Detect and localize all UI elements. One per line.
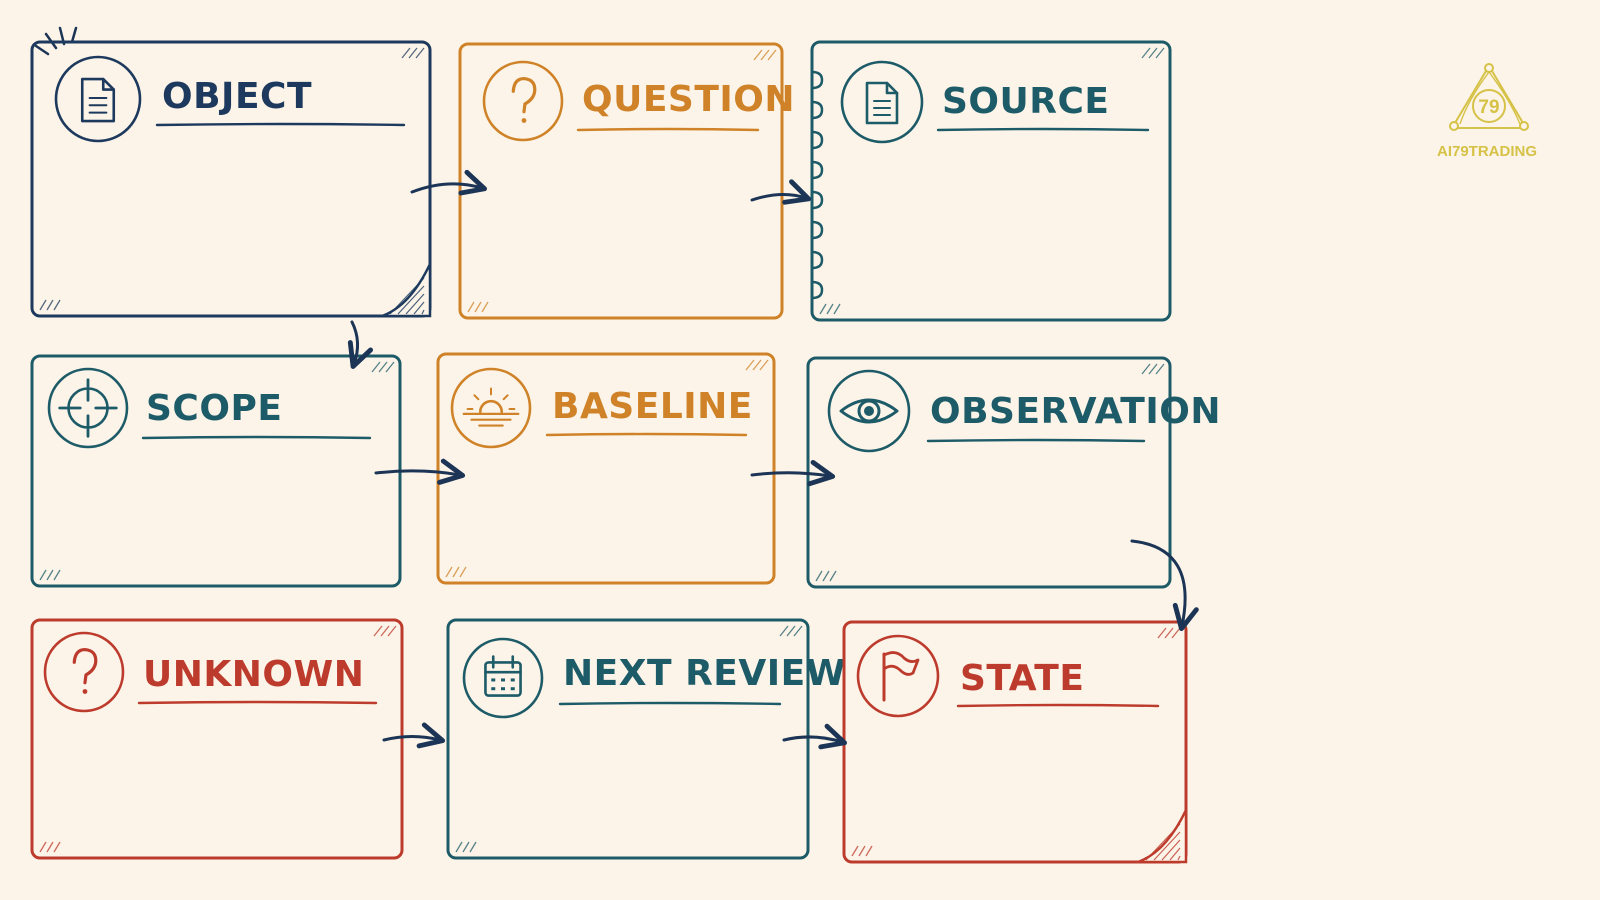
card-observation: OBSERVATION	[806, 356, 1221, 589]
card-question: QUESTION	[458, 42, 795, 320]
title-underline	[155, 122, 406, 127]
card-title-object: OBJECT	[162, 76, 312, 117]
arrow-question-to-source	[750, 179, 811, 205]
title-underline	[558, 701, 782, 706]
cards-layer: OBJECT QUESTION SOURCE SCOPE BASELINE OBSERVA…	[30, 40, 1221, 864]
logo-badge: 79	[1478, 97, 1499, 118]
card-title-question: QUESTION	[582, 79, 795, 120]
title-underline	[545, 432, 748, 437]
logo-triangle-icon	[1449, 63, 1529, 131]
arrow-scope-to-baseline	[374, 458, 466, 485]
card-object: OBJECT	[30, 40, 432, 318]
card-title-state: STATE	[960, 658, 1084, 699]
title-underline	[956, 703, 1160, 708]
corner-hatch	[467, 49, 777, 313]
spiral-binding	[811, 70, 824, 300]
document-icon	[840, 60, 924, 144]
title-underline	[576, 127, 760, 132]
card-title-unknown: UNKNOWN	[143, 654, 364, 695]
question-icon	[43, 631, 125, 713]
corner-hatch	[455, 625, 803, 853]
card-title-source: SOURCE	[942, 81, 1110, 122]
crosshair-icon	[47, 367, 129, 449]
card-unknown: UNKNOWN	[30, 618, 404, 860]
card-source: SOURCE	[810, 40, 1172, 322]
folded-corner	[381, 263, 432, 318]
title-underline	[936, 127, 1150, 132]
eye-icon	[827, 369, 911, 453]
card-title-baseline: BASELINE	[552, 386, 753, 427]
sunrise-icon	[450, 367, 532, 449]
flag-icon	[856, 634, 940, 718]
logo-text: AI79TRADING	[1437, 143, 1537, 160]
corner-hatch	[819, 47, 1165, 315]
arrows-layer	[347, 169, 1199, 750]
title-underline	[141, 435, 372, 440]
arrow-object-to-question	[410, 169, 488, 196]
folded-corner	[1137, 809, 1188, 864]
card-state: STATE	[842, 620, 1188, 864]
corner-hatch	[39, 361, 395, 581]
title-underline	[926, 438, 1146, 443]
arrow-baseline-to-observation	[750, 459, 836, 487]
spark-lines	[34, 26, 78, 56]
card-title-scope: SCOPE	[146, 388, 282, 429]
calendar-icon	[462, 637, 544, 719]
document-icon	[54, 55, 142, 143]
card-next-review: NEXT REVIEW	[446, 618, 846, 860]
corner-hatch	[39, 47, 425, 311]
card-title-observation: OBSERVATION	[930, 391, 1221, 432]
card-scope: SCOPE	[30, 354, 402, 588]
card-baseline: BASELINE	[436, 352, 776, 585]
question-icon	[482, 60, 564, 142]
brand-logo: 79 AI79TRADING	[1437, 63, 1537, 160]
corner-hatch	[815, 363, 1165, 582]
arrow-object-to-scope	[347, 320, 374, 369]
card-title-next-review: NEXT REVIEW	[563, 653, 846, 694]
arrow-unknown-to-next-review	[382, 722, 446, 749]
arrow-observation-to-state	[1130, 539, 1199, 632]
title-underline	[137, 700, 378, 705]
arrow-next-review-to-state	[782, 723, 848, 750]
corner-hatch	[39, 625, 397, 853]
corner-hatch	[445, 359, 769, 578]
